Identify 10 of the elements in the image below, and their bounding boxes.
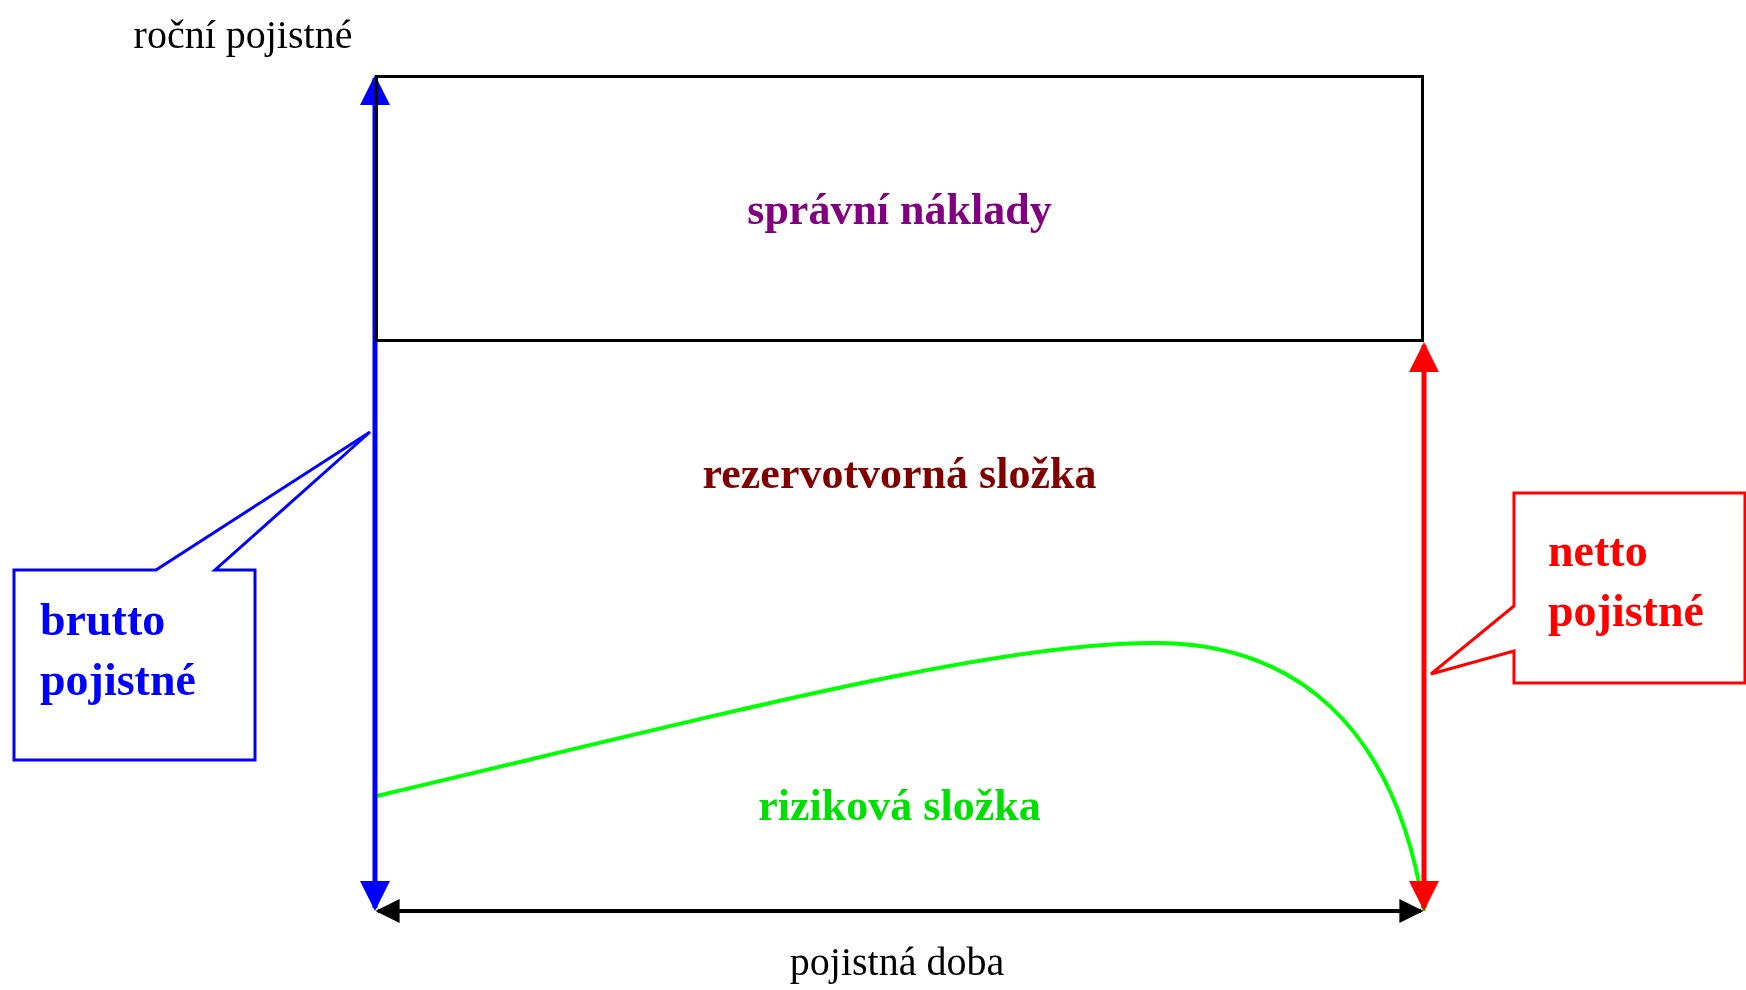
callout-bubble bbox=[12, 430, 374, 762]
region-label: riziková složka bbox=[758, 779, 1041, 831]
callout-bubble bbox=[1429, 491, 1746, 685]
band-box bbox=[375, 75, 1424, 342]
axis-label: roční pojistné bbox=[133, 10, 353, 58]
callout-text: netto pojistné bbox=[1548, 524, 1705, 638]
axis-label: pojistná doba bbox=[789, 937, 1005, 985]
region-label: správní náklady bbox=[747, 183, 1052, 234]
region-label: rezervotvorná složka bbox=[702, 447, 1097, 498]
callout-text: brutto pojistné bbox=[40, 593, 197, 707]
